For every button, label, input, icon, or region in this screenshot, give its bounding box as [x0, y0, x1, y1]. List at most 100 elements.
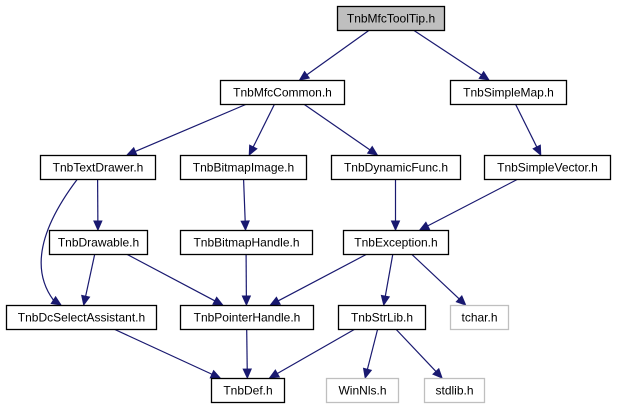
node-drawable[interactable]: TnbDrawable.h — [48, 229, 149, 256]
arrow-head-icon — [362, 367, 373, 380]
node-bitmapimage[interactable]: TnbBitmapImage.h — [179, 154, 308, 181]
edge-drawable-to-pointerhandle — [126, 253, 224, 306]
edge-exception-to-pointerhandle — [269, 253, 368, 306]
node-box — [483, 154, 612, 181]
edge-line — [242, 178, 246, 222]
arrow-head-icon — [81, 294, 91, 307]
arrow-head-icon — [532, 144, 542, 157]
node-box — [179, 229, 314, 256]
arrow-head-icon — [50, 295, 63, 306]
node-box — [5, 304, 158, 331]
edge-tooltip-to-simplemap — [412, 29, 490, 81]
edge-line — [514, 103, 538, 148]
node-label: stdlib.h — [435, 384, 473, 398]
node-box — [179, 304, 315, 331]
node-dynamicfunc[interactable]: TnbDynamicFunc.h — [330, 154, 462, 181]
node-exception[interactable]: TnbException.h — [342, 229, 450, 256]
edge-tooltip-to-mfccommon — [298, 29, 370, 81]
node-label: WinNls.h — [338, 384, 386, 398]
node-label: TnbDrawable.h — [58, 236, 139, 250]
edge-pointerhandle-to-tnbdef — [242, 328, 252, 380]
edge-line — [126, 253, 216, 302]
edge-line — [278, 253, 368, 302]
edge-bitmapimage-to-bitmaphandle — [240, 178, 250, 232]
node-box — [342, 229, 450, 256]
node-box — [423, 377, 486, 404]
node-tchar: tchar.h — [449, 304, 510, 331]
node-box — [449, 304, 510, 331]
node-tooltip[interactable]: TnbMfcToolTip.h — [336, 5, 446, 32]
arrow-head-icon — [248, 144, 258, 157]
node-label: TnbSimpleVector.h — [497, 161, 598, 175]
arrow-head-icon — [93, 220, 103, 232]
node-box — [449, 79, 568, 106]
edge-strlib-to-winnls — [362, 328, 379, 380]
edge-simplevector-to-exception — [418, 178, 519, 231]
arrow-head-icon — [380, 294, 391, 307]
edge-exception-to-tchar — [410, 253, 467, 306]
edge-drawable-to-dcselect — [81, 253, 96, 307]
edge-line — [412, 29, 482, 76]
arrow-head-icon — [209, 369, 222, 379]
node-winnls: WinNls.h — [325, 377, 400, 404]
node-label: TnbMfcCommon.h — [233, 86, 332, 100]
node-pointerhandle[interactable]: TnbPointerHandle.h — [179, 304, 315, 331]
node-label: TnbDef.h — [223, 384, 272, 398]
node-box — [337, 304, 427, 331]
arrow-head-icon — [268, 369, 281, 379]
node-strlib[interactable]: TnbStrLib.h — [337, 304, 427, 331]
node-simplevector[interactable]: TnbSimpleVector.h — [483, 154, 612, 181]
node-box — [39, 154, 157, 181]
edge-line — [384, 253, 394, 297]
arrow-head-icon — [432, 367, 443, 379]
arrow-head-icon — [242, 368, 252, 380]
edge-strlib-to-tnbdef — [268, 328, 356, 379]
node-textdrawer[interactable]: TnbTextDrawer.h — [39, 154, 157, 181]
arrow-head-icon — [125, 146, 138, 156]
node-box — [179, 154, 308, 181]
node-label: TnbSimpleMap.h — [463, 86, 554, 100]
edges-layer — [40, 29, 542, 380]
edge-line — [135, 103, 248, 153]
edge-strlib-to-stdlib — [395, 328, 443, 379]
node-label: TnbPointerHandle.h — [194, 311, 301, 325]
node-tnbdef[interactable]: TnbDef.h — [210, 377, 286, 404]
node-label: TnbBitmapHandle.h — [193, 236, 299, 250]
edge-mfccommon-to-dynamicfunc — [303, 103, 379, 156]
edge-line — [246, 328, 248, 370]
node-dcselect[interactable]: TnbDcSelectAssistant.h — [5, 304, 158, 331]
arrow-head-icon — [478, 70, 490, 81]
arrow-head-icon — [366, 145, 379, 156]
node-bitmaphandle[interactable]: TnbBitmapHandle.h — [179, 229, 314, 256]
node-label: TnbDcSelectAssistant.h — [18, 311, 145, 325]
arrow-head-icon — [455, 295, 467, 306]
node-label: TnbStrLib.h — [351, 311, 413, 325]
edge-simplemap-to-simplevector — [514, 103, 542, 157]
edge-line — [85, 253, 96, 297]
edge-line — [306, 29, 370, 76]
edge-bitmaphandle-to-pointerhandle — [241, 253, 252, 307]
edge-textdrawer-to-drawable — [93, 178, 103, 232]
edge-line — [113, 328, 213, 375]
node-box — [325, 377, 400, 404]
arrow-head-icon — [390, 220, 401, 232]
edge-dynamicfunc-to-exception — [390, 179, 401, 232]
node-label: TnbTextDrawer.h — [53, 161, 144, 175]
node-box — [330, 154, 462, 181]
node-simplemap[interactable]: TnbSimpleMap.h — [449, 79, 568, 106]
arrow-head-icon — [240, 220, 250, 232]
node-label: TnbMfcToolTip.h — [347, 12, 435, 26]
edge-mfccommon-to-bitmapimage — [248, 103, 276, 157]
edge-dcselect-to-tnbdef — [113, 328, 222, 379]
node-box — [336, 5, 446, 32]
node-box — [48, 229, 149, 256]
edge-line — [395, 328, 437, 372]
arrow-head-icon — [241, 295, 252, 307]
edge-exception-to-strlib — [380, 253, 394, 307]
node-mfccommon[interactable]: TnbMfcCommon.h — [219, 79, 346, 106]
arrow-head-icon — [418, 221, 431, 231]
edge-line — [40, 178, 78, 301]
edge-line — [366, 328, 379, 370]
